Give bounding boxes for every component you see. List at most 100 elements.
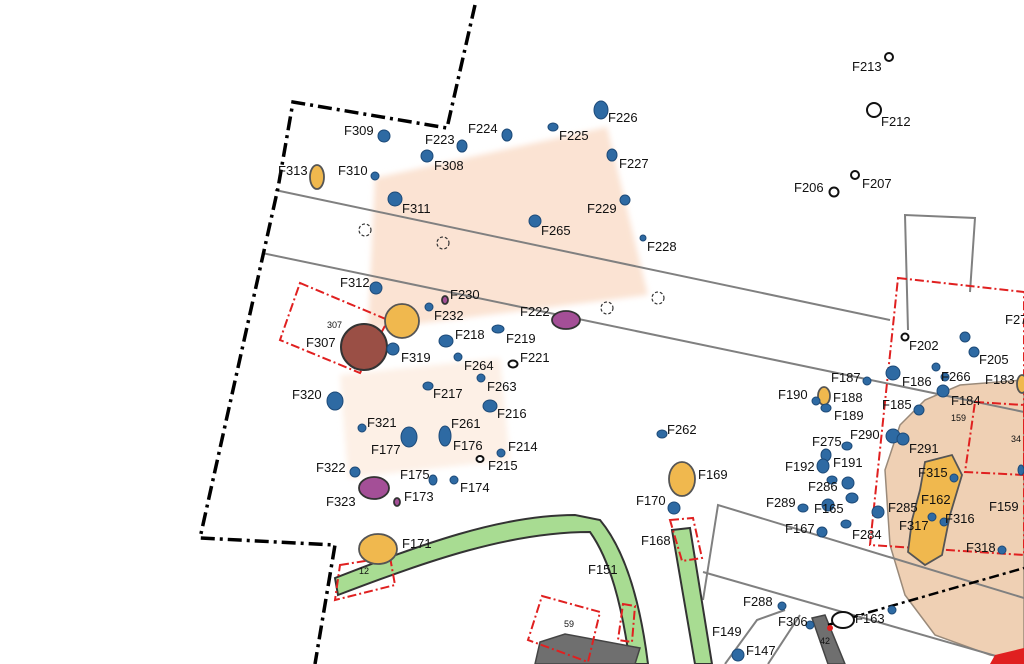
feature-label: F162 (921, 492, 951, 507)
posthole (453, 352, 463, 362)
posthole (326, 391, 344, 411)
feature-label: F308 (434, 158, 464, 173)
posthole (422, 381, 434, 391)
feature-label: F165 (814, 501, 844, 516)
posthole (501, 128, 513, 142)
feature-label: F310 (338, 163, 368, 178)
posthole (949, 473, 959, 483)
posthole (968, 346, 980, 358)
feature-label: F284 (852, 527, 882, 542)
posthole (816, 526, 828, 538)
trench-outlines (278, 276, 1024, 664)
posthole (424, 302, 434, 312)
feature-label: F190 (778, 387, 808, 402)
feature-label: F321 (367, 415, 397, 430)
posthole (816, 458, 830, 474)
feature-label: F285 (888, 500, 918, 515)
feature-label: F191 (833, 455, 863, 470)
posthole (349, 466, 361, 478)
feature-label: F183 (985, 372, 1015, 387)
feature-label: F323 (326, 494, 356, 509)
posthole (377, 129, 391, 143)
purple-pits (358, 295, 581, 507)
feature-label: F174 (460, 480, 490, 495)
posthole (777, 601, 787, 611)
trench-number: 159 (951, 413, 966, 423)
posthole (931, 362, 941, 372)
feature-label: F184 (951, 393, 981, 408)
posthole (369, 281, 383, 295)
trench-number: 12 (359, 566, 369, 576)
orange-pits (309, 164, 1024, 567)
feature-label: F185 (882, 397, 912, 412)
posthole (927, 512, 937, 522)
posthole (667, 501, 681, 515)
posthole (821, 498, 835, 512)
posthole (871, 505, 885, 519)
feature-label: F306 (778, 614, 808, 629)
feature-label: F215 (488, 458, 518, 473)
posthole (438, 425, 452, 447)
feature-label: F264 (464, 358, 494, 373)
feature-label: F262 (667, 422, 697, 437)
posthole (386, 342, 400, 356)
feature-label: F169 (698, 467, 728, 482)
posthole (438, 334, 454, 348)
feature-label: F315 (918, 465, 948, 480)
feature-label: F206 (794, 180, 824, 195)
posthole (428, 474, 438, 486)
slab-b (811, 614, 846, 664)
feature-label: F316 (945, 511, 975, 526)
feature-label: F214 (508, 439, 538, 454)
feature-label: F228 (647, 239, 677, 254)
posthole (797, 503, 809, 513)
posthole (1017, 464, 1024, 476)
feature-label: F186 (902, 374, 932, 389)
feature-label: F226 (608, 110, 638, 125)
posthole (370, 171, 380, 181)
feature-label: F286 (808, 479, 838, 494)
slab-a (534, 633, 641, 664)
feature-label: F177 (371, 442, 401, 457)
feature-label: F261 (451, 416, 481, 431)
feature-label: F170 (636, 493, 666, 508)
feature-label: F224 (468, 121, 498, 136)
posthole (913, 404, 925, 416)
posthole (826, 475, 838, 485)
feature-label: F227 (619, 156, 649, 171)
posthole (593, 100, 609, 120)
posthole (606, 148, 618, 162)
feature-label: F289 (766, 495, 796, 510)
feature-label: F163 (855, 611, 885, 626)
red-block (990, 648, 1024, 664)
feature-label: F175 (400, 467, 430, 482)
posthole (840, 519, 852, 529)
posthole (862, 376, 872, 386)
feature-label: F232 (434, 308, 464, 323)
feature-label: F225 (559, 128, 589, 143)
posthole (936, 384, 950, 398)
posthole (959, 331, 971, 343)
posthole (456, 139, 468, 153)
feature-label: F266 (941, 369, 971, 384)
feature-label: F307 (306, 335, 336, 350)
trench-number: 59 (564, 619, 574, 629)
feature-label: F147 (746, 643, 776, 658)
feature-label: F322 (316, 460, 346, 475)
feature-label: F263 (487, 379, 517, 394)
feature-label: F187 (831, 370, 861, 385)
posthole (420, 149, 434, 163)
posthole (896, 432, 910, 446)
posthole (547, 122, 559, 132)
feature-label: F159 (989, 499, 1019, 514)
feature-label: F223 (425, 132, 455, 147)
feature-label: F189 (834, 408, 864, 423)
pit-F307 (340, 323, 388, 371)
posthole (997, 545, 1007, 555)
feature-label: F151 (588, 562, 618, 577)
feature-label: F168 (641, 533, 671, 548)
posthole (845, 492, 859, 504)
feature-label: F27 (1005, 312, 1024, 327)
feature-label: F188 (833, 390, 863, 405)
feature-label: F318 (966, 540, 996, 555)
